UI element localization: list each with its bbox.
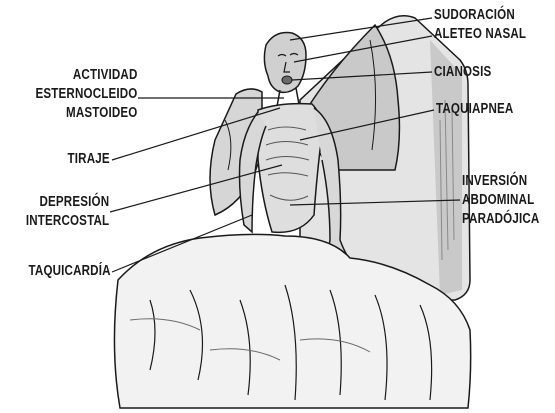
- label-line: PARADÓJICA: [462, 210, 539, 229]
- label-line: DEPRESIÓN: [26, 193, 109, 212]
- label-cianosis: CIANOSIS: [434, 63, 491, 82]
- label-inversion-abdominal: INVERSIÓN ABDOMINAL PARADÓJICA: [462, 172, 539, 229]
- label-line: ESTERNOCLEIDO: [35, 85, 137, 104]
- label-taquicardia: TAQUICARDÍA: [29, 262, 111, 281]
- label-actividad-esternocleido: ACTIVIDAD ESTERNOCLEIDO MASTOIDEO: [35, 66, 137, 123]
- label-depresion-intercostal: DEPRESIÓN INTERCOSTAL: [26, 193, 109, 231]
- label-sudoracion: SUDORACIÓN: [434, 6, 515, 25]
- leader-depresion: [110, 165, 282, 212]
- label-tiraje: TIRAJE: [68, 150, 110, 169]
- label-taquipnea: TAQUIAPNEA: [436, 100, 513, 119]
- label-line: INVERSIÓN: [462, 172, 539, 191]
- label-line: ACTIVIDAD: [35, 66, 137, 85]
- label-line: MASTOIDEO: [35, 104, 137, 123]
- label-line: INTERCOSTAL: [26, 212, 109, 231]
- label-line: ABDOMINAL: [462, 191, 539, 210]
- label-aleteo-nasal: ALETEO NASAL: [434, 25, 526, 44]
